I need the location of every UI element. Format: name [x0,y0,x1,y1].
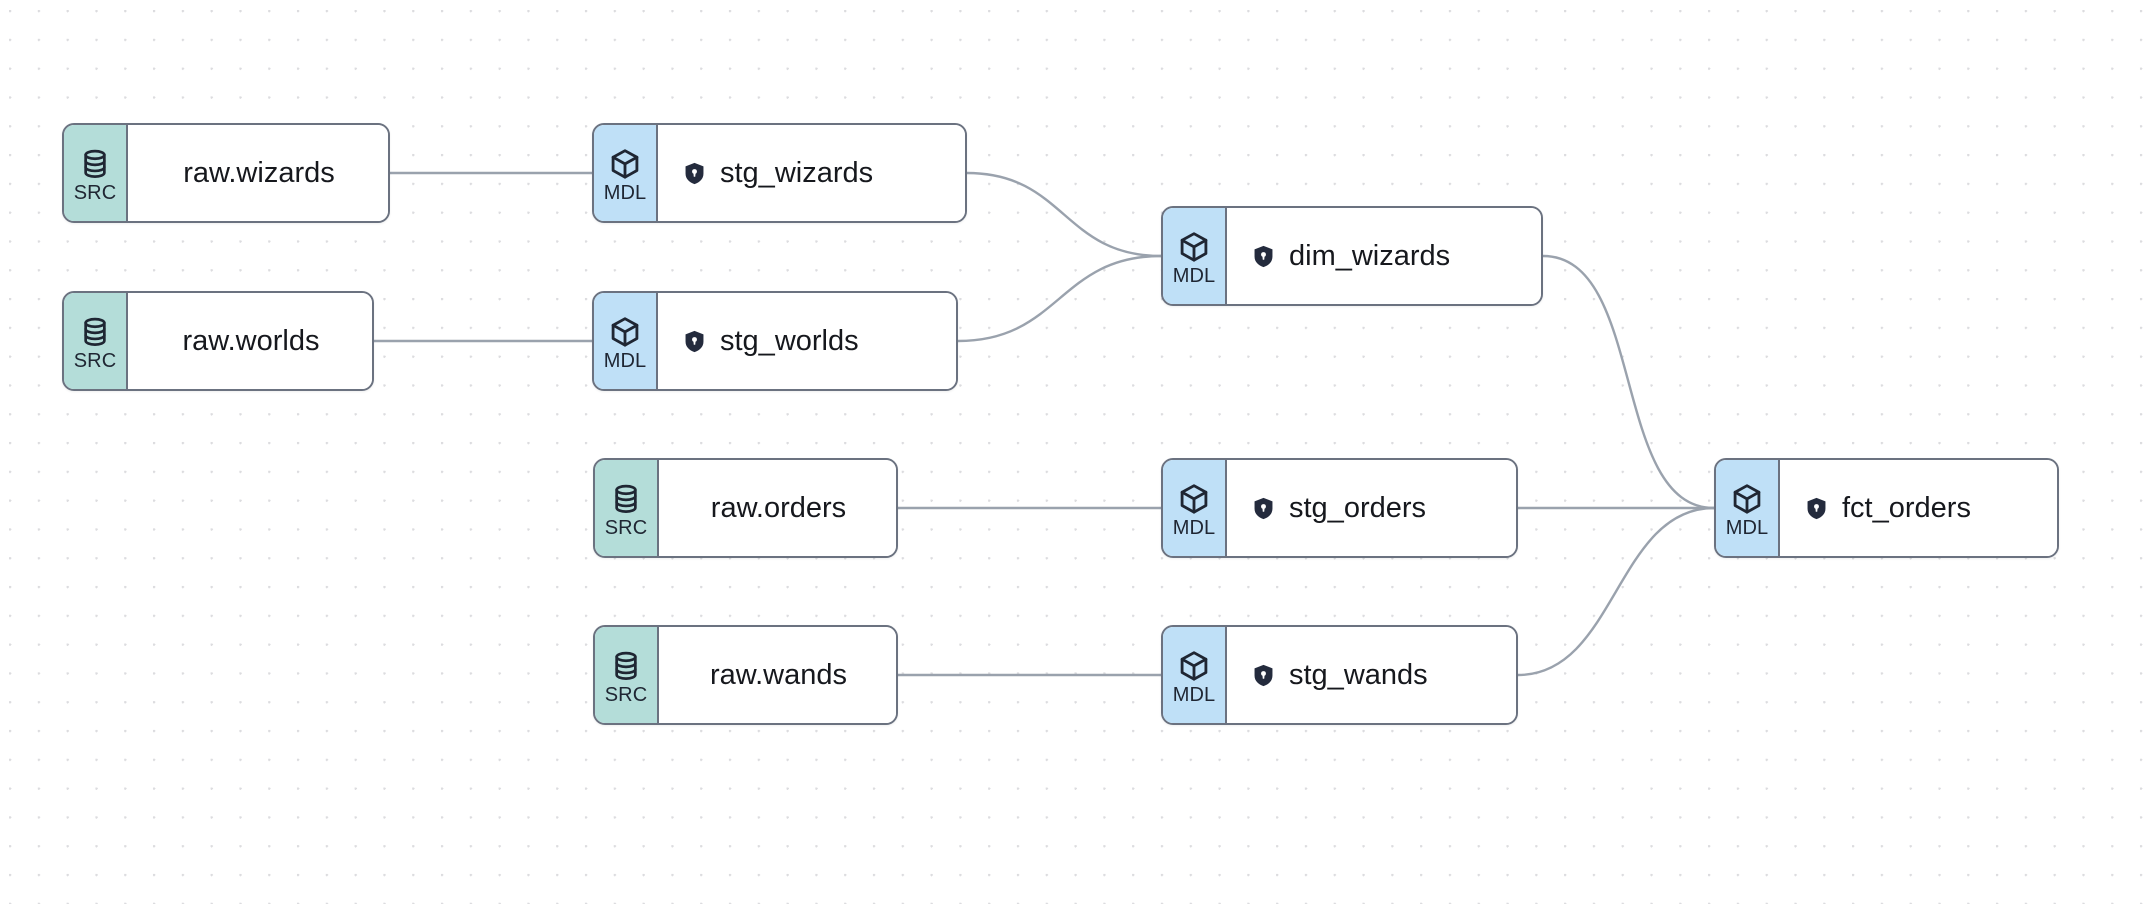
node-badge-src: SRC [64,125,128,221]
cube-icon [608,147,642,181]
node-stg-wands[interactable]: MDL stg_wands [1161,625,1518,725]
shield-lock-icon [1251,663,1276,688]
node-body: dim_wizards [1227,208,1541,304]
node-badge-label: MDL [1172,684,1216,706]
shield-lock-icon [1251,496,1276,521]
node-stg-orders[interactable]: MDL stg_orders [1161,458,1518,558]
node-body: stg_wizards [658,125,965,221]
node-fct-orders[interactable]: MDL fct_orders [1714,458,2059,558]
database-icon [78,147,112,181]
cube-icon [1177,482,1211,516]
shield-lock-icon [682,329,707,354]
node-body: raw.orders [659,460,896,556]
node-raw-orders[interactable]: SRC raw.orders [593,458,898,558]
node-label: raw.wands [709,658,847,691]
node-dim-wizards[interactable]: MDL dim_wizards [1161,206,1543,306]
node-stg-wizards[interactable]: MDL stg_wizards [592,123,967,223]
node-label: raw.worlds [182,324,320,357]
node-badge-label: SRC [73,350,117,372]
node-label: dim_wizards [1289,239,1451,272]
node-body: stg_orders [1227,460,1516,556]
node-badge-label: MDL [603,182,647,204]
node-label: stg_worlds [720,324,859,357]
node-label: stg_wands [1289,658,1428,691]
node-label: stg_orders [1289,491,1427,524]
node-badge-label: MDL [1172,265,1216,287]
node-badge-label: MDL [603,350,647,372]
cube-icon [1177,649,1211,683]
node-badge-label: SRC [604,517,648,539]
node-body: stg_wands [1227,627,1516,723]
cube-icon [1177,230,1211,264]
node-raw-wands[interactable]: SRC raw.wands [593,625,898,725]
cube-icon [1730,482,1764,516]
node-label: fct_orders [1842,491,1971,524]
node-raw-wizards[interactable]: SRC raw.wizards [62,123,390,223]
node-label: stg_wizards [720,156,874,189]
database-icon [609,649,643,683]
node-badge-label: SRC [73,182,117,204]
node-badge-mdl: MDL [1163,208,1227,304]
node-body: stg_worlds [658,293,956,389]
shield-lock-icon [1251,244,1276,269]
shield-lock-icon [682,161,707,186]
node-badge-label: MDL [1172,517,1216,539]
node-raw-worlds[interactable]: SRC raw.worlds [62,291,374,391]
node-badge-label: MDL [1725,517,1769,539]
node-badge-mdl: MDL [594,293,658,389]
node-badge-src: SRC [595,460,659,556]
node-body: raw.wizards [128,125,388,221]
node-stg-worlds[interactable]: MDL stg_worlds [592,291,958,391]
node-badge-mdl: MDL [1163,627,1227,723]
node-badge-src: SRC [64,293,128,389]
node-label: raw.wizards [183,156,335,189]
node-body: raw.wands [659,627,896,723]
node-badge-src: SRC [595,627,659,723]
database-icon [78,315,112,349]
node-body: raw.worlds [128,293,372,389]
node-label: raw.orders [710,491,847,524]
node-body: fct_orders [1780,460,2057,556]
node-badge-mdl: MDL [1163,460,1227,556]
shield-lock-icon [1804,496,1829,521]
node-badge-mdl: MDL [1716,460,1780,556]
node-badge-mdl: MDL [594,125,658,221]
node-badge-label: SRC [604,684,648,706]
database-icon [609,482,643,516]
cube-icon [608,315,642,349]
